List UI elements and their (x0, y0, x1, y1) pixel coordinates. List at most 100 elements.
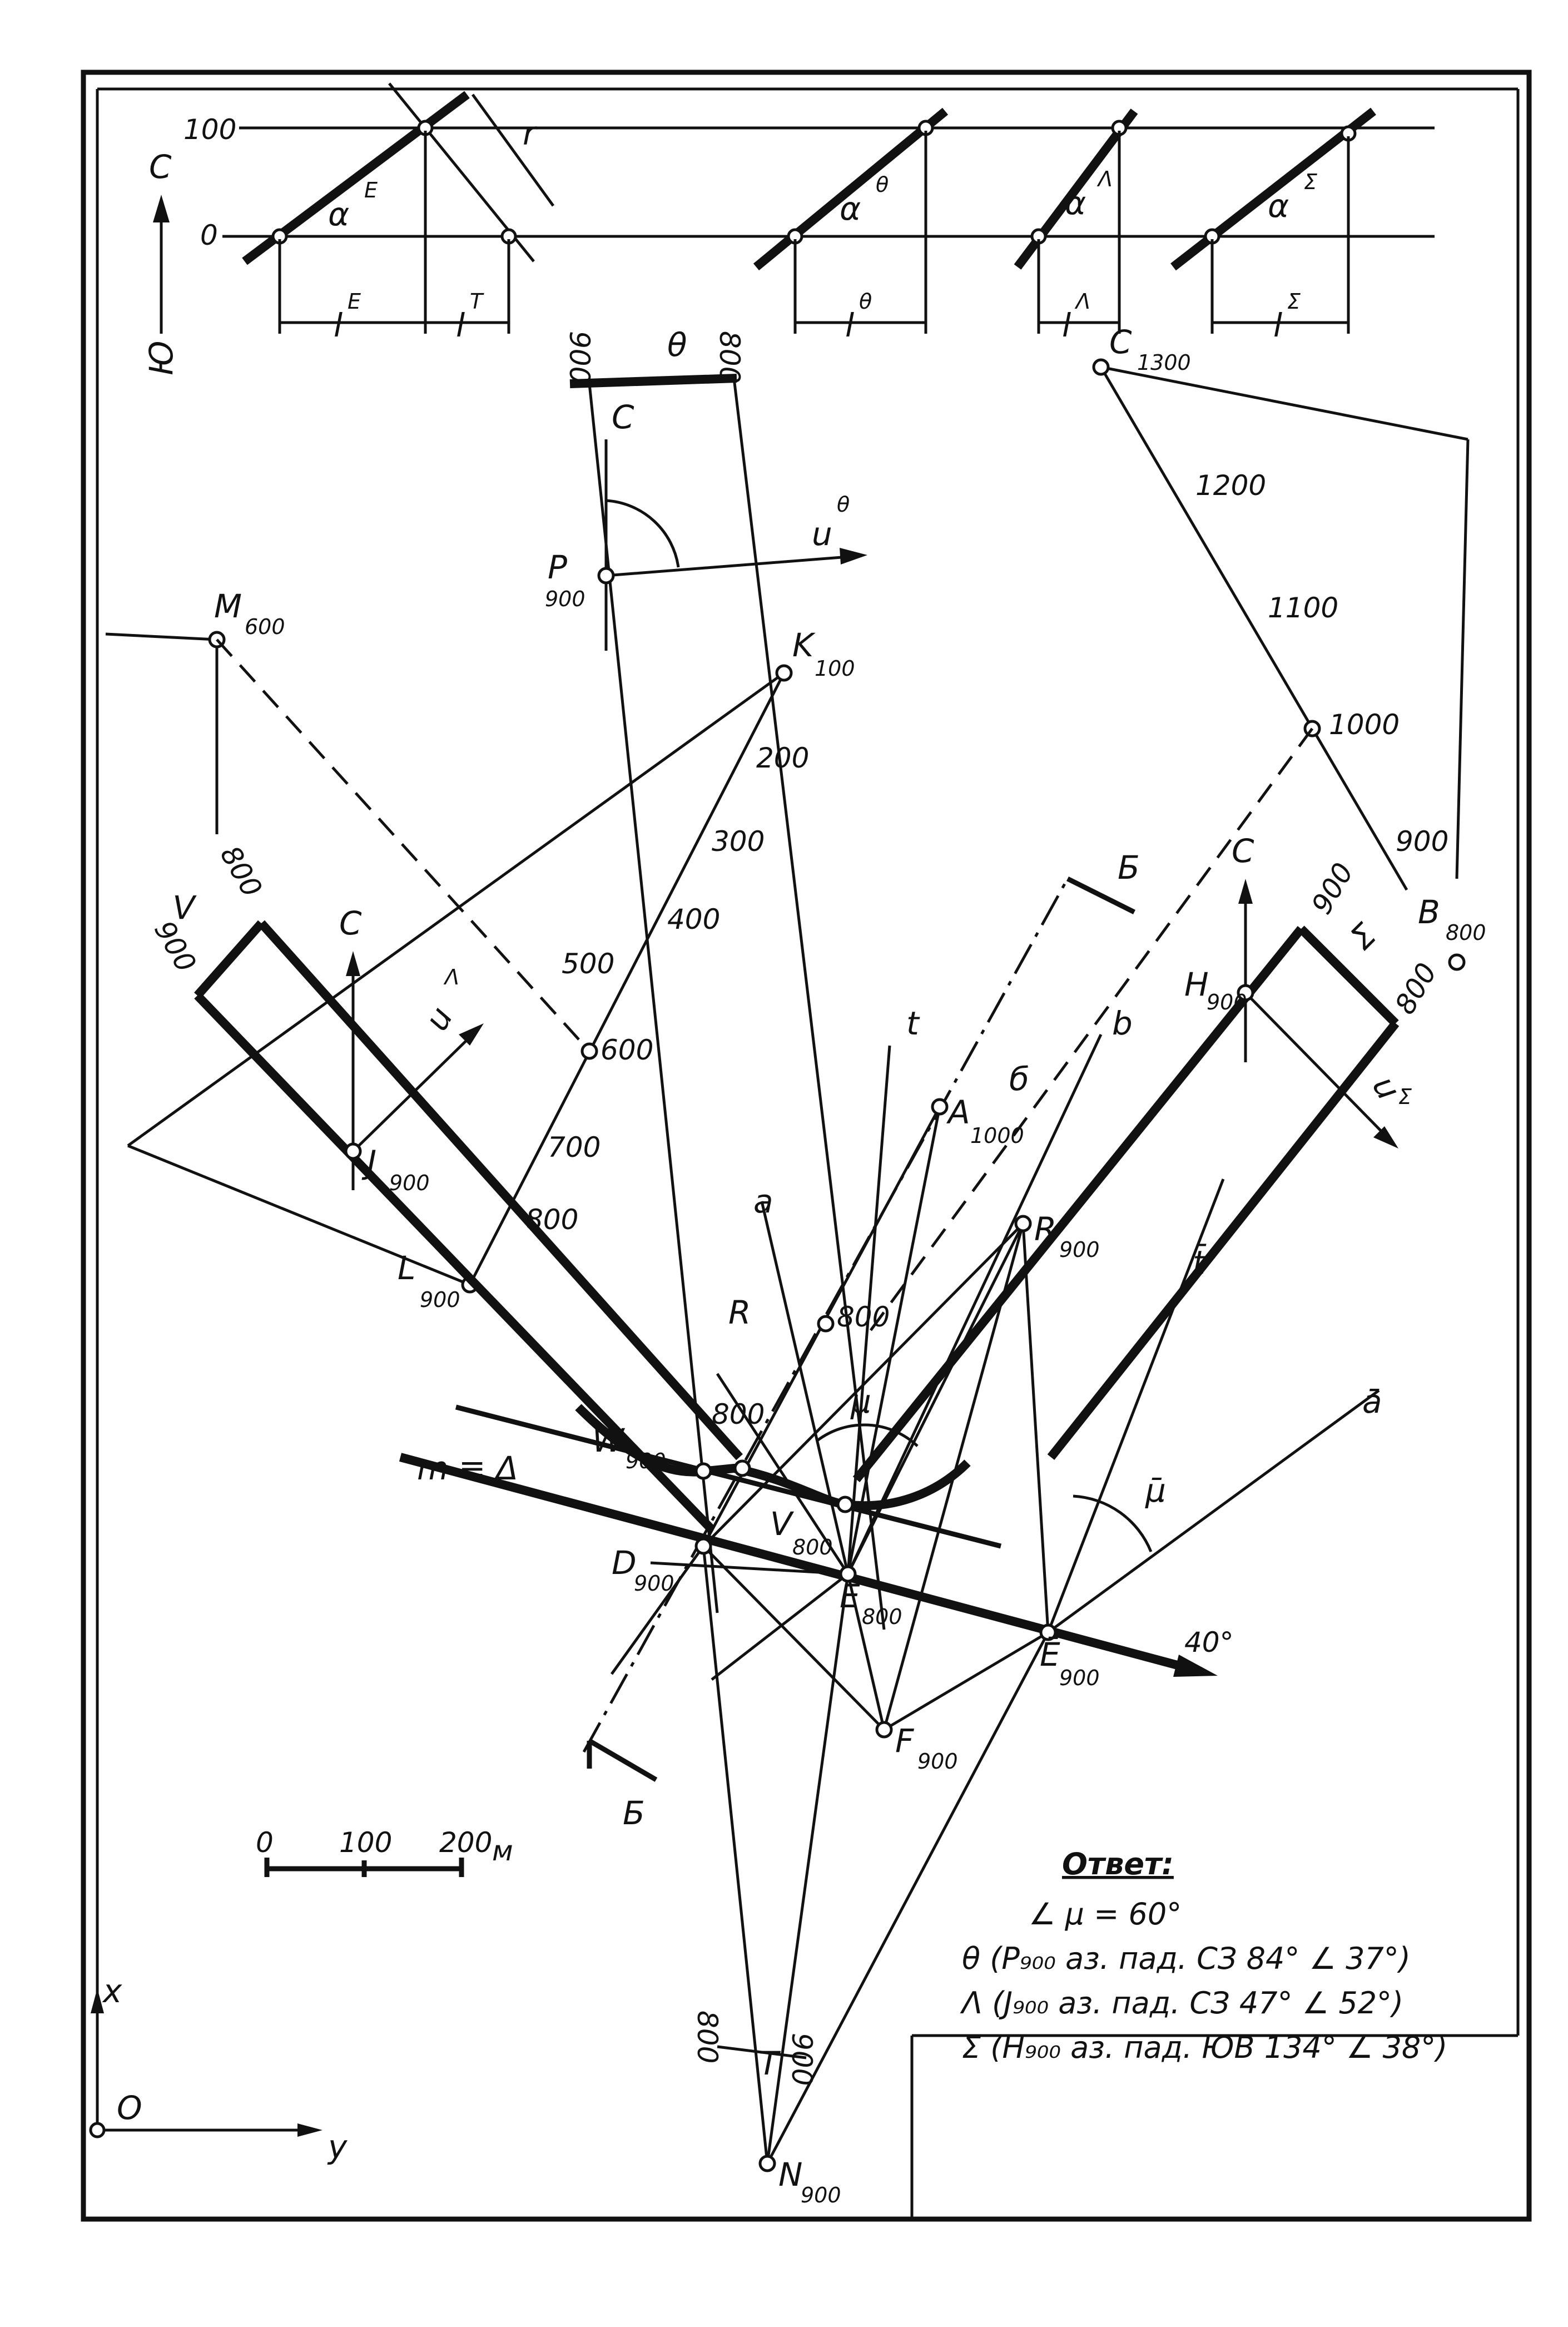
alpha-theta-label: α (840, 190, 861, 227)
mu-arc (816, 1423, 919, 1447)
point-n (758, 2155, 776, 2172)
angle-40: 40° (1184, 1626, 1234, 1658)
label-t-bar: t̄ (1193, 1242, 1207, 1281)
point-m-sub: 600 (245, 615, 285, 639)
level-label-100: 100 (183, 113, 236, 146)
label-b-italic: б (1009, 1060, 1029, 1098)
point-w-sub: 900 (626, 1449, 666, 1473)
line-theta (753, 107, 949, 271)
point-c (1092, 358, 1110, 376)
point-f-name: F (895, 1722, 915, 1760)
point-n-sub: 900 (801, 2183, 841, 2207)
arrowhead (1238, 879, 1253, 904)
theta-top-edge (569, 374, 737, 388)
point-v (836, 1496, 854, 1513)
point-600 (580, 1042, 598, 1060)
alpha-sigma-sup: Σ (1304, 170, 1317, 194)
lambda-top-edge (194, 920, 265, 999)
point-e-name: E (840, 1577, 860, 1615)
label-t: t (906, 1004, 920, 1042)
l-theta-label: l (845, 306, 854, 344)
answer-line1: ∠ μ = 60° (1029, 1897, 1182, 1932)
scale-unit: м (492, 1835, 513, 1867)
arrowhead (297, 2123, 322, 2137)
line-d-r (702, 1222, 1024, 1547)
panel-sigma: α Σ l Σ (1170, 107, 1376, 344)
point-a (931, 1098, 949, 1116)
arrowhead (1173, 1655, 1218, 1677)
answer-line2: θ (P₉₀₀ аз. пад. СЗ 84° ∠ 37°) (962, 1941, 1411, 1976)
right-line (1455, 439, 1470, 879)
origin-label: O (117, 2089, 142, 2127)
sigma-north: С (1232, 832, 1254, 870)
kl-500: 500 (562, 948, 614, 980)
line-ebar-tbar (1046, 1179, 1225, 1633)
label-mu: μ (850, 1383, 871, 1420)
point-p-sub: 900 (545, 587, 585, 611)
l-t-sup: T (470, 289, 484, 314)
intersection-curve (575, 1404, 971, 1511)
point-d-name: D (612, 1544, 637, 1582)
line-c-b (1099, 366, 1408, 891)
alpha-sigma-label: α (1268, 187, 1289, 225)
alpha-theta-sup: θ (876, 172, 889, 197)
panel-theta: α θ l θ (753, 107, 949, 344)
point-f-sub: 900 (917, 1749, 958, 1774)
line-e-a (760, 1201, 850, 1575)
point-m-name: M (214, 587, 242, 625)
y-label: y (327, 2128, 348, 2166)
line-e-b2 (846, 1033, 1103, 1575)
cb-1200: 1200 (1195, 469, 1266, 502)
theta-u-label: u (812, 515, 832, 553)
compass-north-label: С (149, 148, 172, 186)
t-800: 800 (691, 2011, 723, 2063)
sigma-h800: 800 (1388, 958, 1443, 1020)
cb-1000: 1000 (1329, 709, 1400, 741)
l-lambda-label: l (1062, 306, 1071, 344)
alpha-lambda-sup: Λ (1096, 167, 1113, 191)
point-l-sub: 900 (420, 1288, 460, 1312)
point-e-sub: 800 (862, 1605, 902, 1629)
point-d (694, 1537, 712, 1555)
l-e-sup: E (348, 289, 361, 314)
section-b-arrow-bottom (588, 1739, 658, 1782)
lambda-name: Λ (172, 888, 197, 925)
sigma-u-sup: Σ (1398, 1085, 1412, 1109)
sigma-u-arrow (1244, 992, 1391, 1141)
point-j (344, 1142, 362, 1160)
scale-0: 0 (256, 1826, 274, 1859)
alpha-e-sup: E (364, 178, 378, 202)
m-left-line (105, 632, 217, 641)
point-r-sub: 900 (1059, 1237, 1100, 1262)
section-b-tick-top (1066, 876, 1136, 915)
lambda-h800: 800 (214, 840, 269, 903)
m-dashed-line (216, 638, 591, 1052)
label-r-letter: R (728, 1294, 751, 1331)
point-w (694, 1462, 712, 1480)
closing-line (127, 1144, 470, 1286)
line-ebar-abar (1047, 1389, 1380, 1634)
label-b: b (1112, 1004, 1133, 1042)
arrowhead (346, 951, 360, 976)
t-dimension: T 800 900 (691, 2011, 818, 2086)
lambda-u-arrow (352, 1033, 474, 1152)
alpha-e-label: α (328, 195, 349, 233)
line-e-n (766, 1573, 850, 2164)
answer-block: Ответ: ∠ μ = 60° θ (P₉₀₀ аз. пад. СЗ 84°… (960, 1846, 1447, 2065)
sigma-name: Σ (1343, 916, 1384, 957)
point-v-left (733, 1459, 751, 1477)
l-e-label: l (334, 306, 343, 344)
contour-900 (455, 1404, 1002, 1549)
answer-title: Ответ: (1062, 1846, 1174, 1882)
origin-point (89, 2122, 106, 2138)
panel-lambda: α Λ l Λ (1014, 108, 1138, 344)
m-delta-label: m ≡ Δ (417, 1449, 518, 1487)
point-k-name: K (792, 626, 816, 664)
r-label: r (523, 115, 538, 152)
point-v-sub: 800 (792, 1535, 833, 1559)
m-delta-line (399, 1453, 1192, 1673)
point-r (1014, 1215, 1032, 1232)
b-1000-dashed (866, 727, 1314, 1336)
